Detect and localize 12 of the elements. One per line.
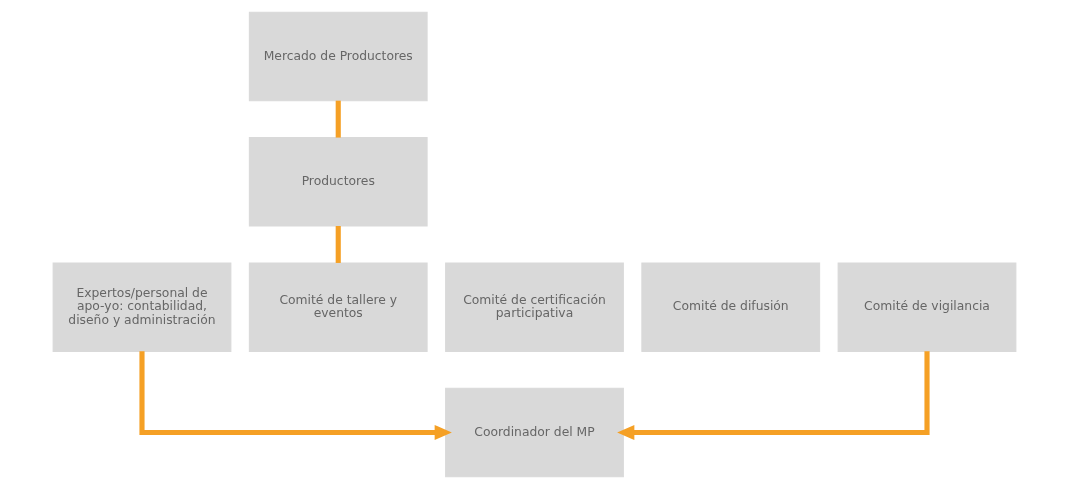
connector — [335, 100, 341, 138]
arrow — [616, 351, 930, 441]
node-box: Expertos/personal de apo-yo: contabilidad, diseño y administración — [52, 262, 231, 352]
arrow — [138, 351, 452, 441]
node-box: Comité de tallere y eventos — [248, 262, 428, 352]
node-box: Comité de difusión — [640, 262, 820, 352]
connector — [335, 226, 341, 263]
node-box: Comité de certificación participativa — [444, 262, 624, 352]
node-box: Coordinador del MP — [444, 387, 624, 478]
node-box: Mercado de Productores — [248, 11, 428, 102]
node-box: Comité de vigilancia — [837, 262, 1016, 352]
node-box: Productores — [248, 137, 428, 227]
